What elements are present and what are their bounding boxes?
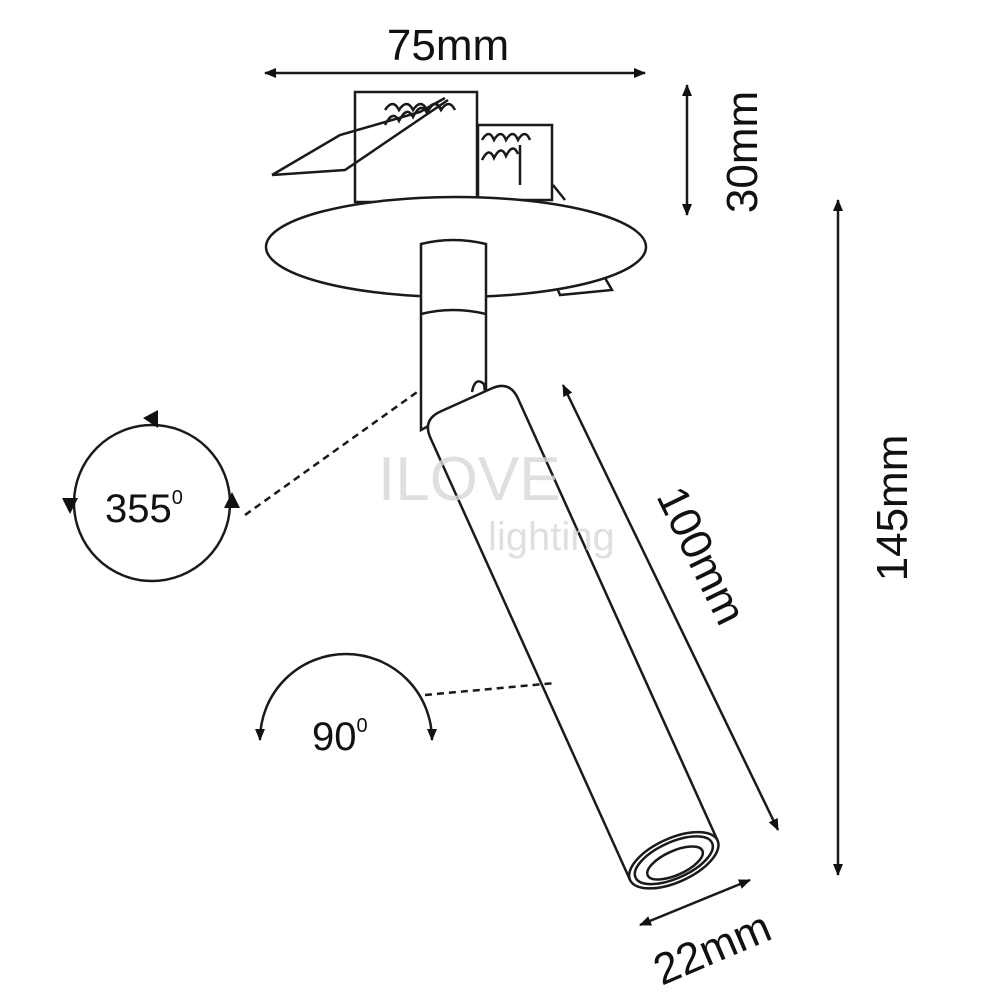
rotation-arrow-icon	[224, 492, 240, 508]
horizontal-rotation-indicator: 3550	[62, 388, 421, 583]
svg-text:3550: 3550	[105, 487, 183, 531]
rotation-arrow-icon	[62, 498, 78, 514]
svg-text:lighting: lighting	[488, 515, 615, 559]
vertical-tilt-indicator: 900	[255, 652, 556, 759]
tube-length-label: 100mm	[647, 479, 755, 632]
watermark-logo: ILOVE lighting	[378, 445, 615, 559]
spring-clip-right	[480, 132, 532, 185]
tube-diameter-dimension-line	[639, 878, 751, 927]
degree-mark: 0	[172, 487, 183, 509]
rotation-arrow-icon	[143, 410, 158, 428]
horizontal-rotation-label: 355	[105, 487, 172, 531]
tube-length-dimension-line	[561, 384, 780, 831]
recess-height-label: 30mm	[718, 91, 767, 213]
spring-clip-left	[271, 96, 457, 177]
stem	[419, 238, 488, 433]
width-label: 75mm	[387, 21, 509, 70]
vertical-tilt-label: 90	[312, 715, 357, 759]
tube-diameter-label: 22mm	[646, 902, 778, 995]
degree-mark: 0	[357, 715, 368, 737]
tilt-leader-line	[424, 681, 556, 697]
svg-text:ILOVE: ILOVE	[378, 445, 561, 514]
svg-text:900: 900	[312, 715, 368, 759]
total-height-label: 145mm	[868, 435, 917, 582]
